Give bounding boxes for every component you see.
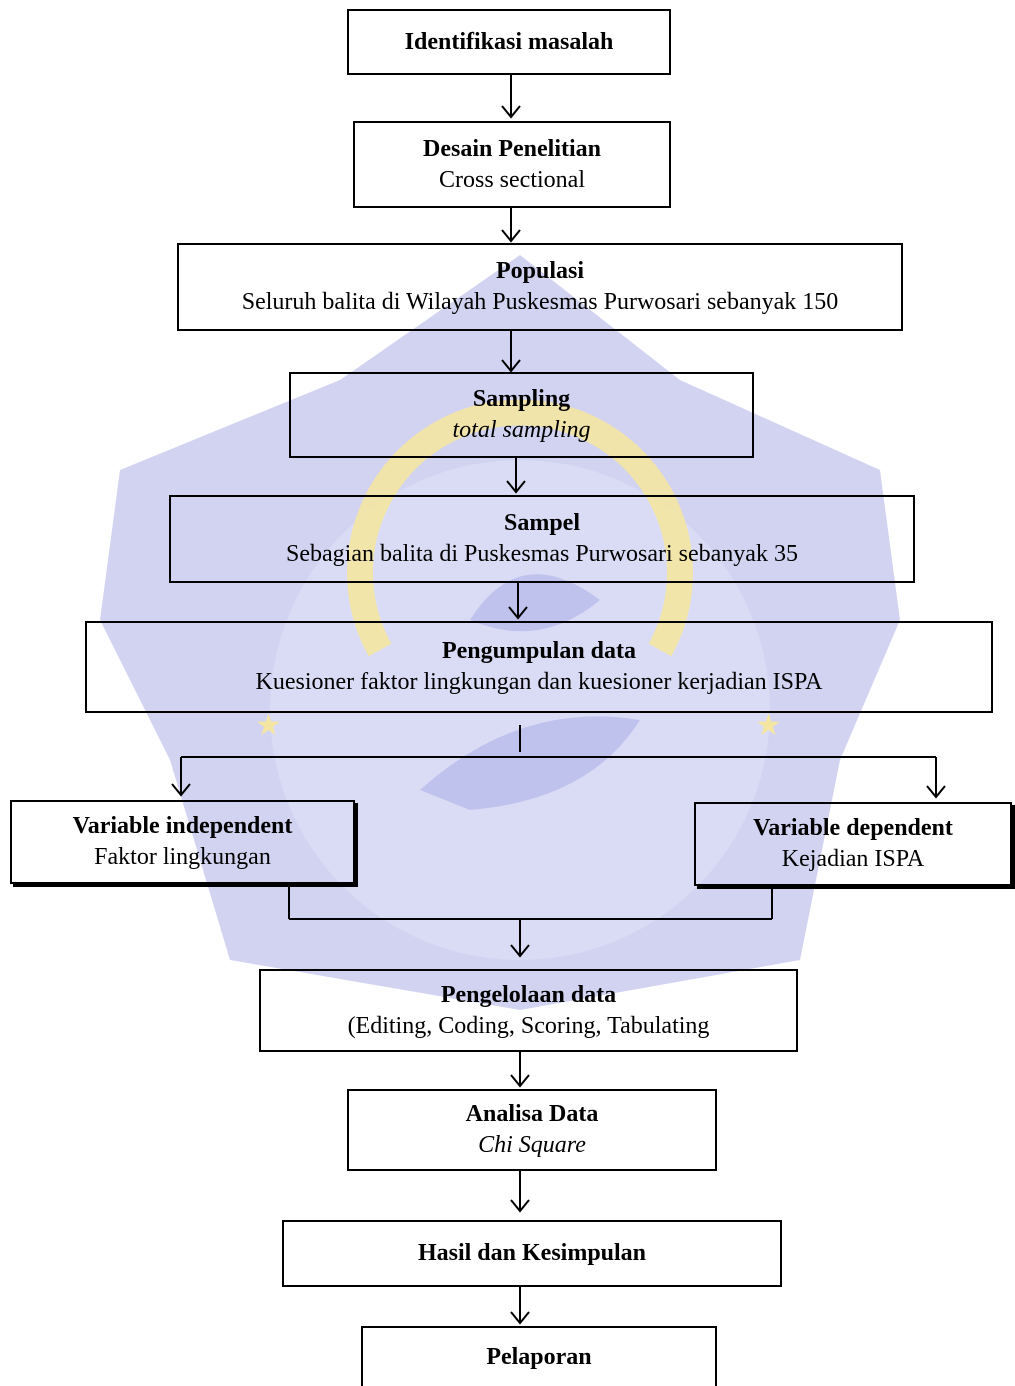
arrow-sampel-pengumpulan [508,582,528,620]
watermark-yellow-ring [347,399,693,657]
merge-connector [288,885,773,958]
step-title: Identifikasi masalah [404,28,614,55]
arrow-sampling-sampel [506,457,526,494]
step-pengelolaan-data: Pengelolaan data (Editing, Coding, Scori… [259,969,798,1052]
step-title: Pelaporan [486,1344,592,1370]
step-title: Pengelolaan data [440,981,617,1008]
step-pengumpulan-data: Pengumpulan data Kuesioner faktor lingku… [85,621,993,713]
step-title: Hasil dan Kesimpulan [417,1240,647,1266]
step-subtitle: Seluruh balita di Wilayah Puskesmas Purw… [241,289,839,315]
step-title: Analisa Data [465,1101,599,1127]
step-identifikasi-masalah: Identifikasi masalah [347,9,671,75]
watermark-hand-shape [420,716,640,810]
arrow-hasil-pelaporan [510,1287,530,1325]
watermark-inner-disc [270,460,770,960]
step-analisa-data: Analisa Data Chi Square [347,1089,717,1171]
step-subtitle: Chi Square [478,1132,586,1158]
step-subtitle: Kuesioner faktor lingkungan dan kuesione… [255,669,823,695]
step-subtitle: Faktor lingkungan [94,844,271,870]
step-title: Variable independent [72,813,293,839]
arrow-desain-populasi [501,208,521,243]
step-title: Populasi [495,258,585,284]
step-sampling: Sampling total sampling [289,372,754,458]
step-populasi: Populasi Seluruh balita di Wilayah Puske… [177,243,903,331]
step-sampel: Sampel Sebagian balita di Puskesmas Purw… [169,495,915,583]
step-title: Variable dependent [753,815,953,841]
step-subtitle: Cross sectional [439,166,585,193]
step-variable-dependent: Variable dependent Kejadian ISPA [694,802,1012,886]
watermark-star-left: ★ [255,708,282,743]
step-pelaporan: Pelaporan [361,1326,717,1386]
step-title: Sampel [503,510,580,536]
step-subtitle: total sampling [452,417,591,443]
arrow-analisa-hasil [510,1171,530,1213]
watermark-star-right: ★ [755,708,782,743]
step-title: Desain Penelitian [423,135,601,162]
arrow-pengelolaan-analisa [510,1052,530,1088]
step-variable-independent: Variable independent Faktor lingkungan [10,800,355,884]
watermark-leaf-shape [470,574,600,632]
arrow-identifikasi-desain [501,75,521,119]
arrow-populasi-sampling [501,331,521,373]
step-title: Sampling [472,386,571,412]
branch-connector [171,725,946,799]
step-subtitle: (Editing, Coding, Scoring, Tabulating [347,1012,710,1039]
step-title: Pengumpulan data [441,638,637,664]
step-subtitle: Sebagian balita di Puskesmas Purwosari s… [286,541,798,567]
step-subtitle: Kejadian ISPA [781,846,925,872]
step-hasil-dan-kesimpulan: Hasil dan Kesimpulan [282,1220,782,1287]
step-desain-penelitian: Desain Penelitian Cross sectional [353,121,671,208]
